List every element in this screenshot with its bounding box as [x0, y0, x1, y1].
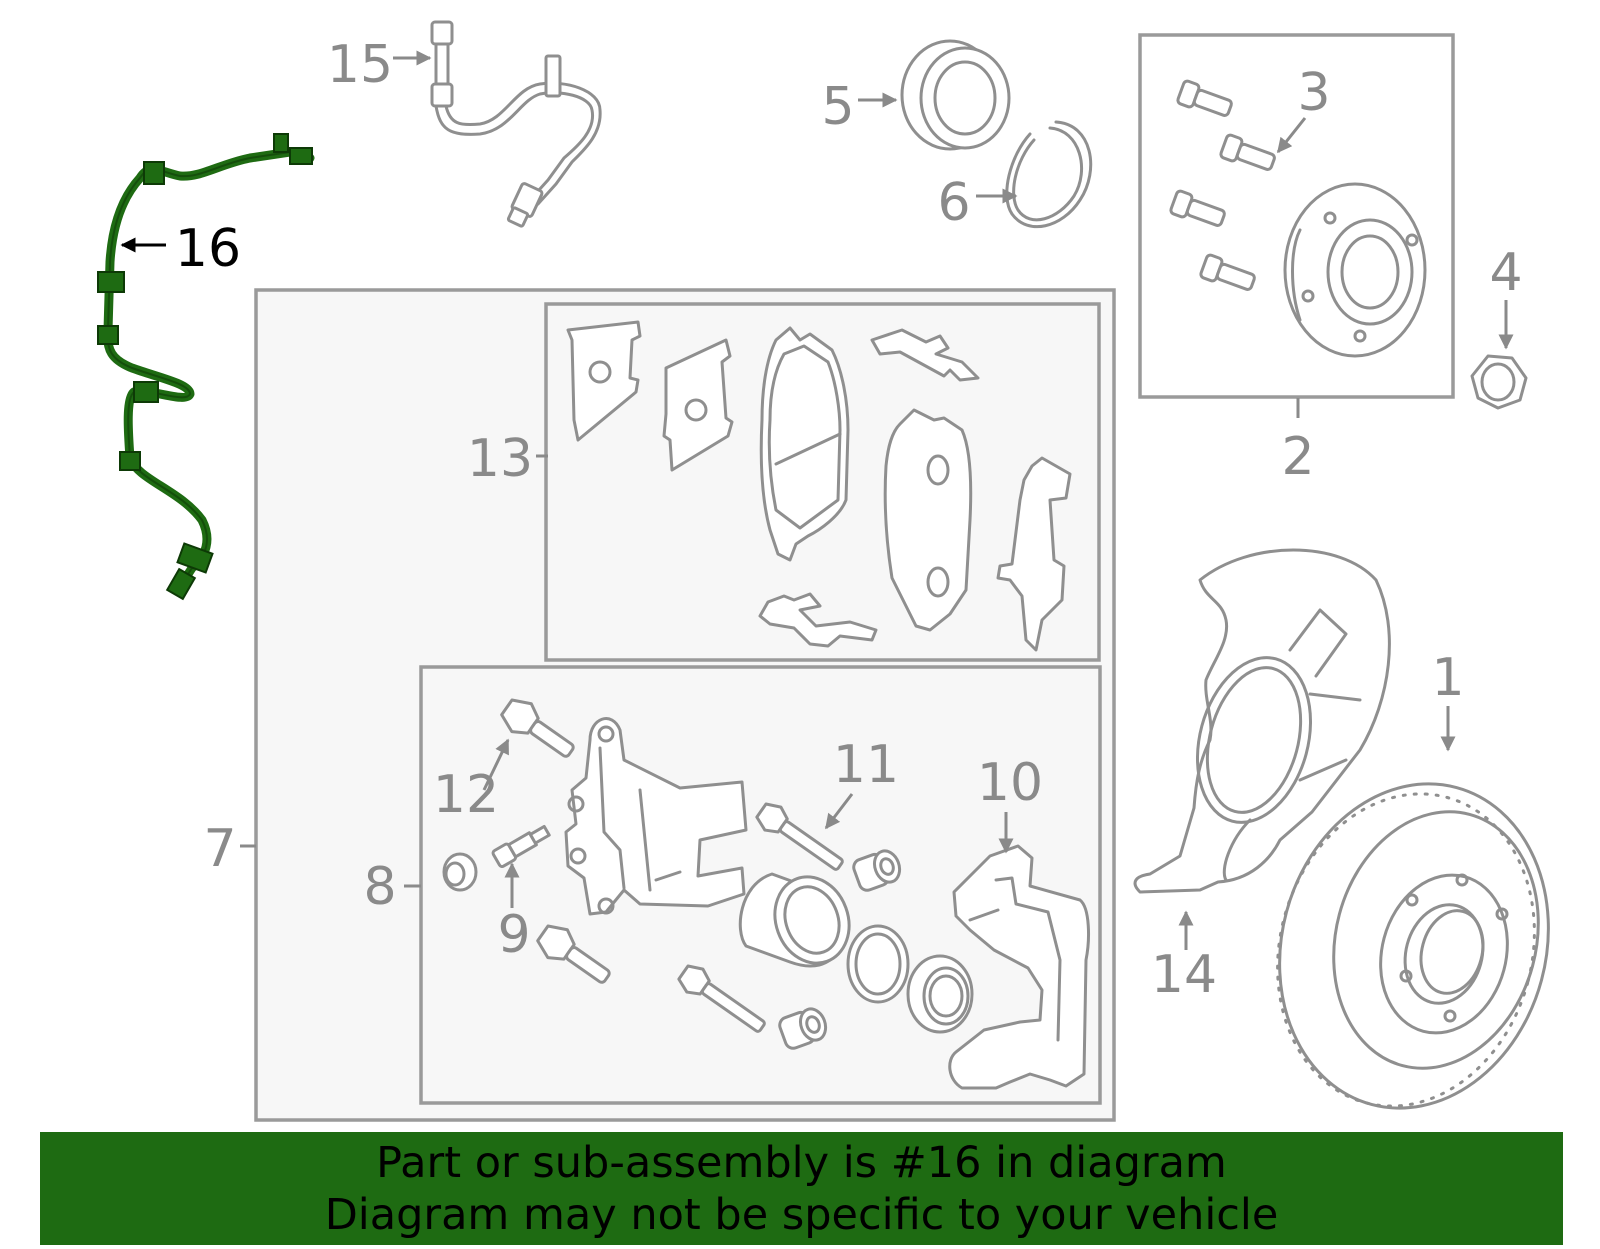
- callout-3: 3: [1297, 63, 1330, 123]
- brake-hose-part[interactable]: [430, 20, 602, 228]
- caliper-body-part[interactable]: [564, 717, 748, 916]
- notice-line-part-number: Part or sub-assembly is #16 in diagram: [376, 1137, 1227, 1188]
- brake-pad-kit-part[interactable]: [566, 320, 1072, 652]
- callout-11: 11: [833, 735, 899, 795]
- callout-16: 16: [175, 219, 241, 279]
- brake-rotor-part[interactable]: [1243, 753, 1584, 1138]
- callout-13: 13: [467, 429, 533, 489]
- wheel-studs-part[interactable]: [1169, 79, 1277, 294]
- callout-10: 10: [977, 753, 1043, 813]
- caliper-bracket-part[interactable]: [948, 844, 1090, 1090]
- callout-15: 15: [327, 35, 393, 95]
- callout-8: 8: [363, 857, 396, 917]
- callout-7: 7: [203, 819, 236, 879]
- callout-2: 2: [1281, 427, 1314, 487]
- callout-9: 9: [497, 905, 530, 965]
- wheel-hub-part[interactable]: [1283, 182, 1427, 358]
- snap-ring-part[interactable]: [1005, 120, 1093, 229]
- callout-1: 1: [1431, 648, 1464, 708]
- caliper-bolt-part[interactable]: [497, 693, 616, 992]
- notice-banner: Part or sub-assembly is #16 in diagram D…: [40, 1132, 1563, 1245]
- hub-nut-part[interactable]: [1470, 354, 1528, 410]
- bleeder-screw-part[interactable]: [442, 823, 551, 892]
- callout-4: 4: [1489, 243, 1522, 303]
- dust-boot-part[interactable]: [906, 954, 974, 1034]
- callout-6: 6: [937, 173, 970, 233]
- callout-12: 12: [433, 765, 499, 825]
- callout-14: 14: [1151, 945, 1217, 1005]
- guide-pin-part[interactable]: [675, 799, 903, 1050]
- abs-sensor-wire-part[interactable]: [97, 133, 315, 601]
- notice-line-disclaimer: Diagram may not be specific to your vehi…: [324, 1189, 1279, 1240]
- piston-seal-part[interactable]: [846, 924, 910, 1004]
- callout-5: 5: [821, 77, 854, 137]
- caliper-piston-part[interactable]: [738, 866, 861, 973]
- splash-shield-part[interactable]: [1133, 548, 1391, 894]
- wheel-bearing-part[interactable]: [900, 39, 1011, 151]
